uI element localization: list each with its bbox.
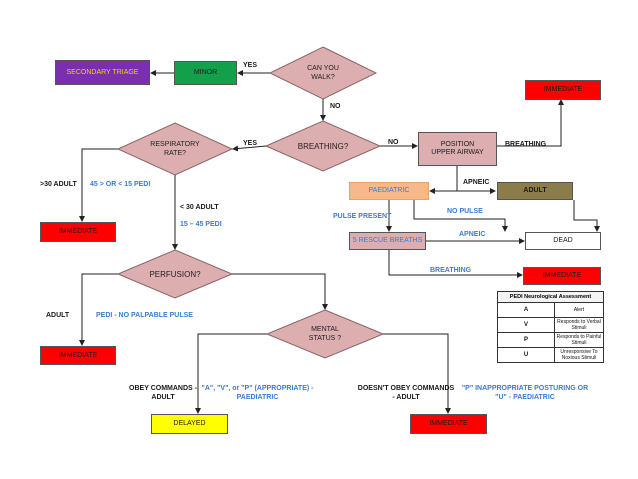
label-yes-breathing: YES bbox=[243, 140, 258, 147]
mental-status-label: MENTAL STATUS ? bbox=[308, 326, 342, 342]
immediate-top-box: IMMEDIATE bbox=[525, 80, 601, 100]
edge-airway-breathing bbox=[497, 99, 564, 147]
minor-box: MINOR bbox=[174, 61, 237, 85]
label-no-pulse: NO PULSE bbox=[447, 208, 483, 215]
diamond-breathing bbox=[264, 120, 382, 172]
legend-value: Unresponsive To Noxious Stimuli bbox=[554, 347, 604, 363]
respiratory-rate-label: RESPIRATORY RATE? bbox=[150, 141, 200, 157]
label-pedi-range: 15 – 45 PEDI bbox=[180, 221, 222, 228]
edge-perfusion-immediate bbox=[79, 273, 118, 346]
legend-value: Responds to Painful Stimuli bbox=[554, 332, 604, 348]
position-airway-box: POSITION UPPER AIRWAY bbox=[418, 132, 497, 166]
breathing-label: BREATHING? bbox=[297, 141, 349, 151]
label-lt30-adult: < 30 ADULT bbox=[180, 204, 219, 211]
legend-value: Alert bbox=[554, 302, 604, 318]
label-pedi-no-pulse: PEDI - NO PALPABLE PULSE bbox=[96, 312, 193, 319]
perfusion-label: PERFUSION? bbox=[149, 269, 201, 279]
legend-key: A bbox=[497, 302, 555, 318]
edge-mental-delayed bbox=[195, 333, 267, 414]
diamond-perfusion bbox=[116, 249, 234, 299]
label-no-breathing: NO bbox=[388, 139, 399, 146]
immediate-perfusion-box: IMMEDIATE bbox=[40, 346, 116, 365]
legend-key: P bbox=[497, 332, 555, 348]
adult-box: ADULT bbox=[497, 182, 573, 200]
edge-airway-apneic bbox=[429, 166, 458, 194]
delayed-box: DELAYED bbox=[151, 414, 228, 434]
diamond-mental-status bbox=[265, 309, 385, 359]
edge-adult-dead bbox=[573, 200, 600, 232]
label-obey-commands: OBEY COMMANDS - ADULT bbox=[129, 385, 197, 401]
legend-key: U bbox=[497, 347, 555, 363]
label-apneic-2: APNEIC bbox=[459, 231, 486, 238]
edge-rr-immediate bbox=[79, 148, 118, 222]
paediatric-box: PAEDIATRIC bbox=[349, 182, 429, 200]
label-breathing-up: BREATHING bbox=[505, 141, 547, 148]
edge-rescue-immediate bbox=[388, 250, 523, 278]
label-avp-appropriate: "A", "V", or "P" (APPROPRIATE) - PAEDIAT… bbox=[201, 385, 314, 401]
label-pedi-rate: 45 > OR < 15 PEDI bbox=[90, 181, 151, 188]
label-no-walk: NO bbox=[330, 103, 341, 110]
label-breathing-2: BREATHING bbox=[430, 267, 472, 274]
dead-box: DEAD bbox=[525, 232, 601, 250]
legend-title: PEDI Neurological Assessment bbox=[497, 291, 604, 303]
legend-value: Responds to Verbal Stimuli bbox=[554, 317, 604, 333]
legend-key: V bbox=[497, 317, 555, 333]
rescue-breaths-box: 5 RESCUE BREATHS bbox=[349, 232, 426, 250]
label-adult-perfusion: ADULT bbox=[46, 312, 70, 319]
edge-paed-dead bbox=[413, 200, 508, 232]
label-gt30-adult: >30 ADULT bbox=[40, 181, 77, 188]
edge-perfusion-mental bbox=[232, 273, 328, 310]
label-pulse-present: PULSE PRESENT bbox=[333, 213, 392, 220]
immediate-breathing-box: IMMEDIATE bbox=[523, 267, 601, 285]
secondary-triage-box: SECONDARY TRIAGE bbox=[55, 60, 150, 85]
edge-mental-immediate bbox=[383, 333, 451, 414]
label-p-inappropriate: "P" INAPPROPRIATE POSTURING OR "U" - PAE… bbox=[461, 385, 589, 401]
label-apneic: APNEIC bbox=[463, 179, 490, 186]
edge-breathing-yes bbox=[232, 145, 267, 152]
label-yes-walk: YES bbox=[243, 62, 258, 69]
immediate-bottom-box: IMMEDIATE bbox=[410, 414, 487, 434]
immediate-left-box: IMMEDIATE bbox=[40, 222, 116, 242]
label-doesnt-obey: DOESN'T OBEY COMMANDS - ADULT bbox=[357, 385, 455, 401]
can-you-walk-label: CAN YOU WALK? bbox=[307, 65, 339, 81]
